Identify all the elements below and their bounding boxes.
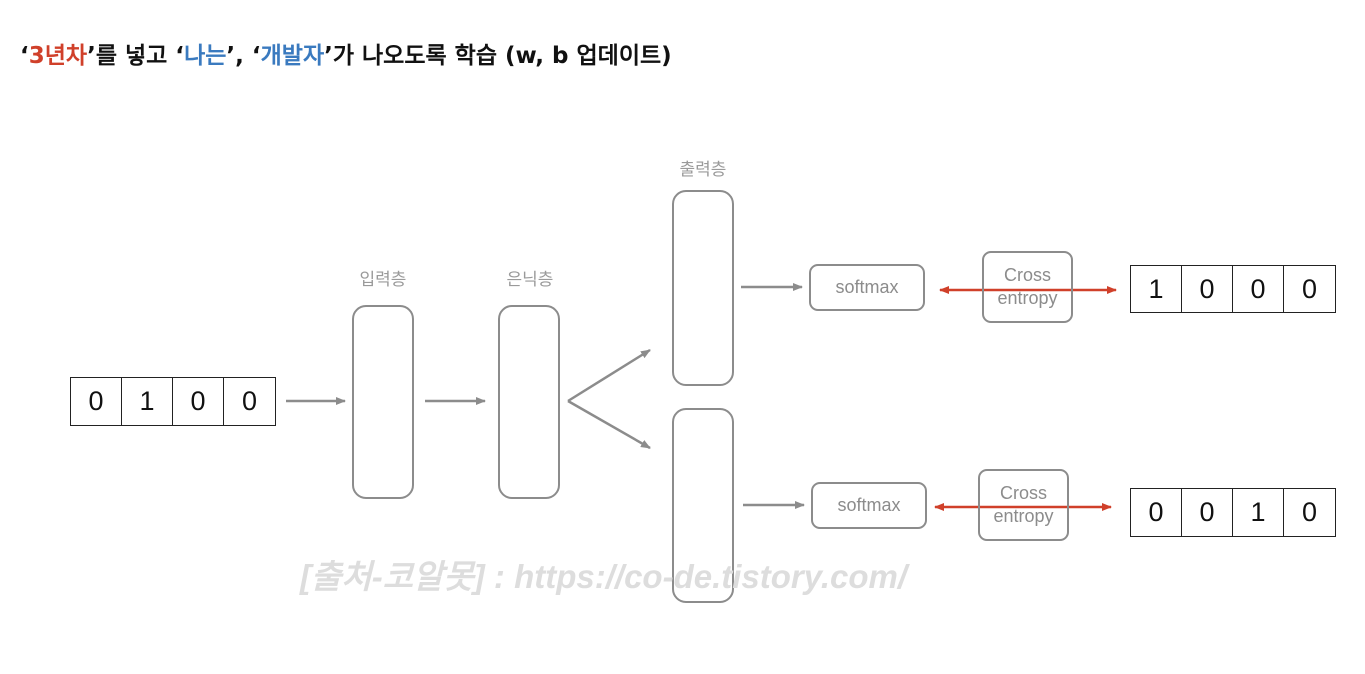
- arrow-hidden-to-output-bottom: [567, 399, 651, 450]
- softmax-top-box: softmax: [809, 264, 925, 311]
- diagram-title: ‘3년차’를 넣고 ‘나는’, ‘개발자’가 나오도록 학습 (w, b 업데이…: [20, 36, 672, 70]
- crossentropy-bottom-line2: entropy: [993, 506, 1054, 526]
- title-quote: ‘: [20, 43, 29, 69]
- hidden-layer-label: 은닉층: [506, 270, 554, 290]
- crossentropy-bottom-box: Cross entropy: [978, 469, 1069, 541]
- target-vector-bottom: 0 0 1 0: [1130, 488, 1336, 537]
- target-bottom-cell: 1: [1233, 489, 1284, 536]
- target-top-cell: 0: [1182, 266, 1233, 312]
- arrow-hidden-to-output-top: [567, 348, 651, 403]
- title-text-1: ’를 넣고 ‘: [87, 43, 185, 69]
- title-highlight-3years: 3년차: [28, 43, 88, 69]
- target-top-cell: 0: [1233, 266, 1284, 312]
- title-highlight-i-am: 나는: [184, 43, 227, 69]
- target-top-cell: 0: [1301, 273, 1318, 304]
- hidden-layer: [498, 305, 560, 499]
- crossentropy-top-box: Cross entropy: [982, 251, 1073, 323]
- input-vector-cell: 0: [241, 386, 258, 416]
- target-bottom-cell: 0: [1301, 497, 1318, 527]
- title-text-3: ’가 나오도록 학습 (w, b 업데이트): [324, 43, 672, 69]
- output-layer-label: 출력층: [679, 160, 727, 180]
- softmax-top-label: softmax: [835, 277, 899, 297]
- input-vector-cell: 0: [173, 378, 224, 425]
- input-layer: [352, 305, 414, 499]
- softmax-bottom-box: softmax: [811, 482, 927, 529]
- input-vector-cell: 1: [122, 378, 173, 425]
- input-vector-cell: 0: [71, 378, 122, 425]
- target-bottom-cell: 0: [1182, 489, 1233, 536]
- source-watermark: [출처-코알못] : https://co-de.tistory.com/: [300, 558, 908, 595]
- softmax-bottom-label: softmax: [837, 495, 901, 515]
- crossentropy-top-line2: entropy: [997, 288, 1058, 308]
- output-layer-bottom: [672, 408, 734, 603]
- title-text-2: ’, ‘: [226, 43, 261, 69]
- input-layer-label: 입력층: [359, 270, 407, 290]
- target-bottom-cell: 0: [1131, 489, 1182, 536]
- target-top-cell: 1: [1131, 266, 1182, 312]
- title-highlight-developer: 개발자: [260, 43, 325, 69]
- input-vector: 0 1 0 0: [70, 377, 276, 426]
- target-vector-top: 1 0 0 0: [1130, 265, 1336, 313]
- crossentropy-top-line1: Cross: [1003, 265, 1051, 285]
- crossentropy-bottom-line1: Cross: [999, 483, 1047, 503]
- output-layer-top: [672, 190, 734, 386]
